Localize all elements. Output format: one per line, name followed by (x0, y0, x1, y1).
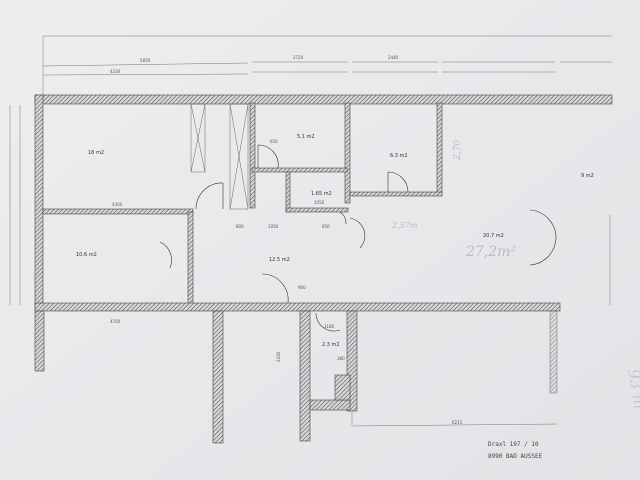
dim-top-right: 2440 (388, 55, 399, 60)
room-area-18: 18 m2 (88, 150, 104, 156)
address-line-1: Draxl 197 / 10 (488, 441, 539, 448)
dim-door-a: 650 (270, 139, 278, 144)
handwritten-height: 2,70 (453, 140, 463, 161)
dim-small-c: 2430 (276, 351, 281, 362)
walls (34, 94, 613, 444)
doors (159, 144, 557, 332)
dim-small-b: 380 (337, 356, 345, 361)
dim-top-overall: 5850 (140, 58, 151, 63)
dim-room2-w: 4700 (110, 319, 121, 324)
dim-bottom-right: 6215 (452, 420, 463, 425)
handwritten-area-living: 27,2m² (465, 244, 516, 260)
closets (190, 103, 249, 210)
dim-left-a: 4230 (110, 69, 121, 74)
room-area-5-1: 5.1 m2 (297, 134, 315, 140)
room-area-6-3: 6.3 m2 (390, 153, 408, 159)
room-area-2-3: 2.3 m2 (322, 342, 340, 348)
dim-hall-a: 800 (236, 224, 244, 229)
dim-hall-b: 1050 (268, 224, 279, 229)
room-area-12-5: 12.5 m2 (269, 257, 290, 263)
dim-hall-c: 650 (322, 224, 330, 229)
room-area-10-6: 10.6 m2 (76, 252, 97, 258)
dim-small-a: 1180 (324, 324, 335, 329)
room-area-9: 9 m2 (581, 173, 594, 179)
room-area-20-7: 20.7 m2 (483, 233, 504, 239)
dim-top-mid: 2720 (293, 55, 304, 60)
handwritten-length: 2,57m (391, 221, 418, 230)
dim-bath-w: 1050 (314, 200, 325, 205)
room-area-1-65: 1.65 m2 (311, 191, 332, 197)
dim-room1-w: 4300 (112, 202, 123, 207)
dim-door-b: 900 (298, 285, 306, 290)
address-line-2: 8990 BAD AUSSEE (488, 453, 543, 460)
